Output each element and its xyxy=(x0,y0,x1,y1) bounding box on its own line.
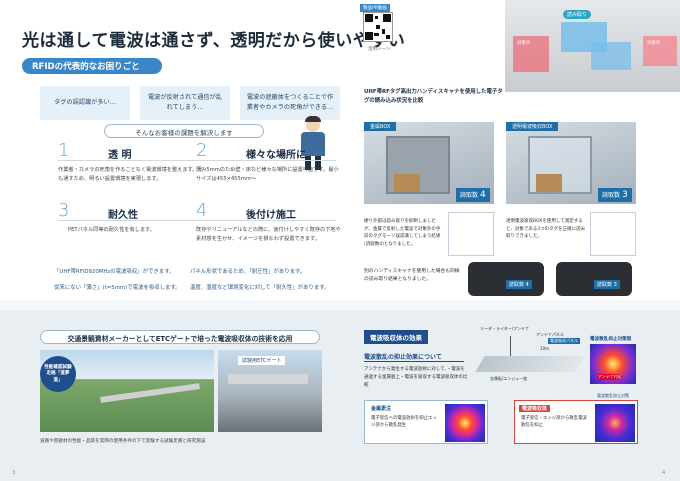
metal-result-card: 金属素注 電子受信への電波放射を抑止エッジ部から散乱発生 xyxy=(364,400,488,444)
heatmap-label: 電波散乱抑止対策無 xyxy=(590,337,632,342)
feature-text: PETパネル同等の耐久性を有します。 xyxy=(68,227,155,233)
diagram-label: リーダ・ライター/アンテナ xyxy=(480,326,530,331)
page-number-left: 3 xyxy=(12,470,16,476)
absorber-result-title: 電波吸収体 xyxy=(519,405,551,412)
problem-card: タグの誤認識が多い… xyxy=(40,86,130,120)
qr-code[interactable] xyxy=(363,12,393,42)
worker-illustration xyxy=(298,116,328,170)
absorb-subtitle: 電波散乱の抑止効果について xyxy=(364,352,464,362)
feature-text: 既存やリニューアルなどの際に、後付けしやすく既存の下地や素材感を生かせ、イメージ… xyxy=(196,227,341,243)
feature-text: 厚み5mmのため壁・床など様々な場所に設置可能です。最小サイズは455×455m… xyxy=(196,167,339,183)
handy-device-b: 読取数 3 xyxy=(556,262,632,296)
note-1: 「UHF帯RFID920MHzの電波吸収」ができます。 xyxy=(54,269,175,275)
diagram-label: 金属板/エンジュ一枚 xyxy=(490,376,528,381)
absorber-result-text: 電子受信・エッジ部から散乱電波散乱を抑止 xyxy=(521,416,587,429)
feature-number: 3 xyxy=(58,200,70,221)
diagram-label: 電波吸収パネル xyxy=(548,338,580,344)
absorb-title: 電波吸収体の効果 xyxy=(364,330,428,344)
absorber-result-card: 電波吸収体 電子受信・エッジ部から散乱電波散乱を抑止 電波散乱抑止対策 xyxy=(514,393,638,444)
metal-result-title: 金属素注 xyxy=(371,406,392,412)
read-tag: 読み取り xyxy=(563,10,592,19)
read-count-b: 読取数 3 xyxy=(598,188,632,202)
test-track-badge: 性能確認試験走路「道夢道」 xyxy=(40,356,76,392)
absorb-text: アンテナから発生する電波放射に対して、・電波を通過する金属板上・電波を吸収する電… xyxy=(364,367,468,389)
heatmap-no-absorber: アンテナ付近 xyxy=(590,344,636,384)
qr-caption: 活用シーン xyxy=(368,47,391,52)
metal-box-photo: 金属BOX 読取数 4 xyxy=(364,122,494,204)
scatter-diagram: リーダ・ライター/アンテナ アンテナパネル 10m 金属板/エンジュ一枚 電波吸… xyxy=(475,326,585,384)
heatmap-metal xyxy=(445,404,485,442)
note-3: 従来にない「薄さ」(t=5mm)で電波を吸収します。 xyxy=(54,285,181,291)
problem-card: 電波が反射されて通信が乱れてしまう… xyxy=(140,86,230,120)
box-label: 透明電波吸収BOX xyxy=(506,122,559,131)
etc-gate-label: 試験用ETCゲート xyxy=(238,356,286,365)
metal-result-text: 電子受信への電波放射を抑止エッジ部から散乱発生 xyxy=(371,416,437,429)
target-box-front xyxy=(591,42,631,70)
compare-text-a: 硬り外部は読み取りを抑制しましたが、金属で反射した電波で対象外の手前のタグモーソ… xyxy=(364,219,441,247)
feature-heading: 耐久性 xyxy=(108,210,138,221)
feature-heading: 様々な場所に xyxy=(246,150,306,161)
handy-device-a: 読取数 4 xyxy=(468,262,544,296)
compare-title: UHF帯RFタグ高出力ハンディスキャナを使用した電子タグの読み込み状況を比較 xyxy=(364,89,503,104)
heatmap-absorber xyxy=(595,404,635,442)
feature-2: 2 様々な場所に 厚み5mmのため壁・床など様々な場所に設置可能です。最小サイズ… xyxy=(196,140,339,196)
etc-title: 交通景観資材メーカーとしてETCゲートで培った電波吸収体の技術を応用 xyxy=(40,330,320,344)
metal-plate xyxy=(475,356,585,372)
diagram-label: 10m xyxy=(540,346,549,351)
problem-card: 電波の遮蔽体をつくることで作業者やカメラの死角ができる… xyxy=(240,86,340,120)
etc-gate-photo: 試験用ETCゲート xyxy=(218,350,322,432)
rfid-problems-pill: RFIDの代表的なお困りごと xyxy=(22,58,162,74)
target-box-left xyxy=(513,36,549,72)
compare-text-b: 透明電波吸収BOXを使用して測定すると、対象である3つのタグを正確に読み取りでき… xyxy=(506,219,586,240)
heatmap-label: 電波散乱抑止対策 xyxy=(597,393,629,398)
diagram-label: アンテナパネル xyxy=(536,332,564,337)
box-label: 金属BOX xyxy=(364,122,397,131)
feature-number: 2 xyxy=(196,140,208,161)
feature-heading: 透 明 xyxy=(108,150,132,161)
feature-4: 4 後付け施工 既存やリニューアルなどの際に、後付けしやすく既存の下地や素材感を… xyxy=(196,200,341,256)
target-label: 対象外 xyxy=(647,41,661,46)
feature-number: 4 xyxy=(196,200,208,221)
target-box-right xyxy=(643,36,677,66)
feature-heading: 後付け施工 xyxy=(246,210,296,221)
note-4: 温度、湿度など環境変化に対して「耐久性」があります。 xyxy=(190,285,330,291)
reader-screen-a xyxy=(448,212,494,256)
absorber-box-photo: 透明電波吸収BOX 読取数 3 xyxy=(506,122,636,204)
target-label: 対象外 xyxy=(517,41,531,46)
page-title: 光は通して電波は通さず、透明だから使いやすい xyxy=(22,31,406,51)
read-count-a: 読取数 4 xyxy=(456,188,490,202)
feature-1: 1 透 明 作業者・カメラの死角を作ることなく電波環境を整えます。光も通すため、… xyxy=(58,140,203,196)
etc-caption: 道路や景観材の性能・品質を実際の使用条件の下で実験する試験走路と研究施設 xyxy=(40,439,206,444)
feature-3: 3 耐久性 PETパネル同等の耐久性を有します。 xyxy=(58,200,198,256)
note-2: パネル形状であるため、「耐圧性」があります。 xyxy=(190,269,306,275)
feature-text: 作業者・カメラの死角を作ることなく電波環境を整えます。光も通すため、明るい設置環… xyxy=(58,167,203,183)
scene-photo: 読み取り 対象外 対象外 xyxy=(505,0,680,92)
reader-screen-b xyxy=(590,212,636,256)
solve-banner: そんなお客様の課題を解決します xyxy=(104,124,264,138)
antenna-tag: アンテナ付近 xyxy=(598,374,622,380)
qr-label: 製品PR動画 xyxy=(360,4,390,12)
feature-number: 1 xyxy=(58,140,70,161)
handy-text: 別のハンディスキャナを使用した場合も同様の読み取り結果となりました。 xyxy=(364,269,460,283)
page-number-right: 4 xyxy=(662,470,666,476)
